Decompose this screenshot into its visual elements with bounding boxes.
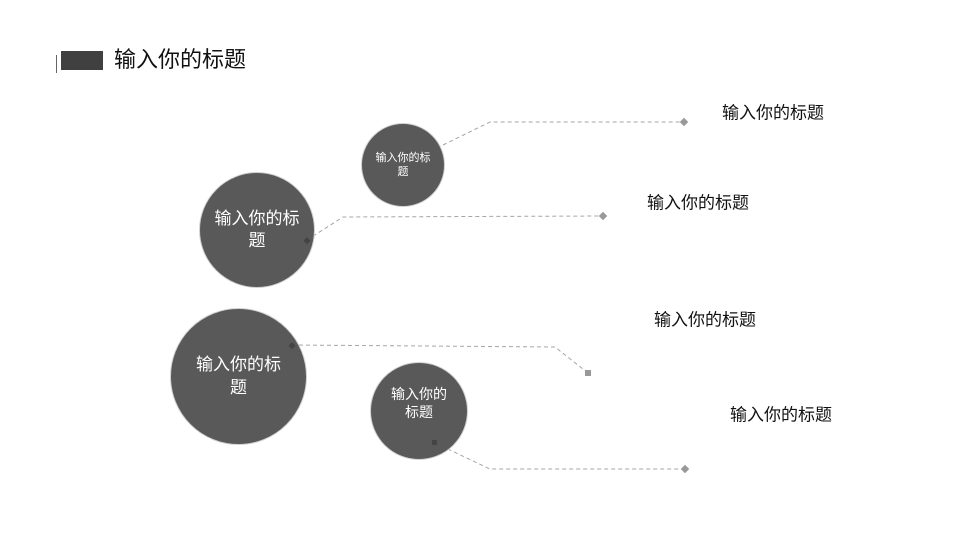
topic-circle-1: 输入你的标题 xyxy=(361,123,445,207)
anchor-marker xyxy=(303,237,311,245)
topic-label-4: 输入你的标题 xyxy=(730,405,832,426)
diamond-marker xyxy=(680,464,690,474)
circle-text: 输入你的标题 xyxy=(196,355,281,398)
connector-line-4 xyxy=(434,442,685,470)
topic-circle-4: 输入你的标题 xyxy=(370,362,468,460)
anchor-marker xyxy=(288,342,296,350)
topic-circle-3: 输入你的标题 xyxy=(170,308,307,445)
connector-line-1 xyxy=(442,121,684,146)
anchor-marker xyxy=(432,440,437,445)
connector-line-3 xyxy=(291,344,589,374)
topic-label-3: 输入你的标题 xyxy=(654,310,756,331)
square-marker xyxy=(585,370,591,376)
topic-label-1: 输入你的标题 xyxy=(722,103,824,124)
connector-line-2 xyxy=(306,215,604,241)
circle-text: 输入你的标题 xyxy=(214,208,300,251)
topic-label-2: 输入你的标题 xyxy=(647,193,749,214)
title-accent-bar xyxy=(61,51,103,70)
topic-circle-2: 输入你的标题 xyxy=(199,172,315,288)
circle-text: 输入你的标题 xyxy=(391,386,447,421)
circle-text: 输入你的标题 xyxy=(375,150,431,178)
page-title: 输入你的标题 xyxy=(114,48,247,73)
title-side-line xyxy=(56,55,57,73)
